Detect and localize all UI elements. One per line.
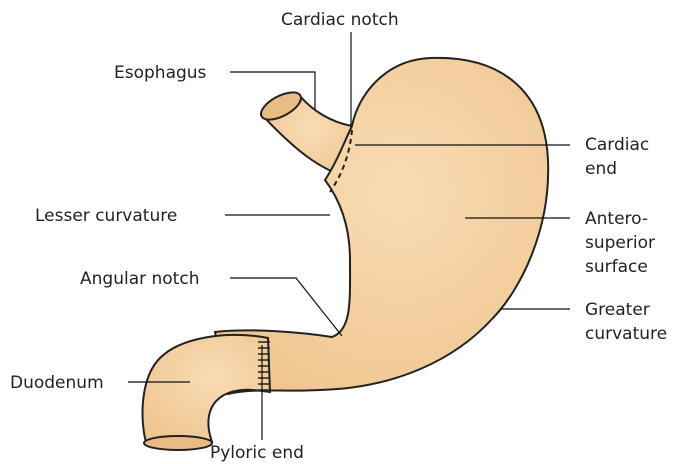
label-cardiac-notch: Cardiac notch <box>281 10 399 30</box>
label-anterosuperior-line3: surface <box>585 257 648 277</box>
label-anterosuperior-line1: Antero- <box>585 209 648 229</box>
label-anterosuperior-line2: superior <box>585 233 655 253</box>
label-pyloric-end: Pyloric end <box>210 443 304 463</box>
label-cardiac-end-line2: end <box>585 159 617 179</box>
duodenum-shape <box>143 335 270 450</box>
leader-angular-notch <box>230 278 342 336</box>
label-greater-curvature-line1: Greater <box>585 300 650 320</box>
label-angular-notch: Angular notch <box>80 269 199 289</box>
label-greater-curvature-line2: curvature <box>585 324 667 344</box>
label-esophagus: Esophagus <box>114 63 207 83</box>
label-lesser-curvature: Lesser curvature <box>35 206 177 226</box>
label-duodenum: Duodenum <box>10 373 104 393</box>
label-cardiac-end-line1: Cardiac <box>585 135 649 155</box>
